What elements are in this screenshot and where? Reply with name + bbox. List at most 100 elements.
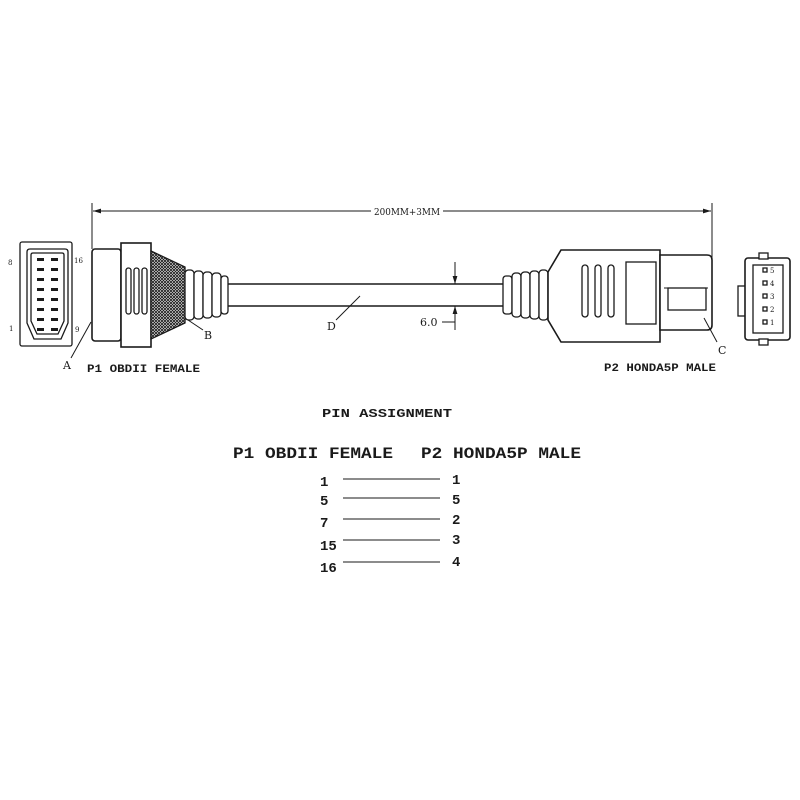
p2-honda-face-view: 5 4 3 2 1: [737, 252, 791, 346]
p1-obd-face-view: 8 16 1 9: [8, 241, 83, 347]
callout-d-leader: [335, 295, 361, 321]
callout-b-leader: [187, 319, 204, 331]
p1-pin-contact: [51, 258, 58, 261]
p2-pin-label: 4: [770, 280, 775, 288]
cable: [228, 283, 503, 307]
callout-a-letter: A: [62, 359, 72, 372]
length-dimension: 200MM+3MM: [91, 203, 713, 258]
p2-pin-contact: [762, 293, 768, 299]
p1-pin-contact: [51, 308, 58, 311]
p1-pin-label-bottom-left: 1: [9, 325, 13, 333]
pin-row-p1: 15: [320, 539, 337, 555]
pin-row: 1 1: [320, 473, 460, 491]
pin-row-p2: 3: [452, 533, 460, 549]
p2-label-window: [625, 261, 657, 325]
p2-pin-label: 3: [770, 293, 774, 301]
p1-grip-slot: [125, 267, 132, 315]
pin-assignment-title: PIN ASSIGNMENT: [322, 407, 452, 421]
p1-pin-label-top-left: 8: [8, 259, 12, 267]
p2-connector-label: P2 HONDA5P MALE: [604, 363, 716, 375]
p2-pin-contact: [762, 306, 768, 312]
strain-relief-rib: [520, 271, 531, 319]
pin-row-p1: 5: [320, 494, 328, 510]
p1-pin-contact: [51, 318, 58, 321]
p2-pin-label: 2: [770, 306, 774, 314]
p1-pin-contact: [37, 298, 44, 301]
p1-pin-contact: [37, 278, 44, 281]
pin-row-p2: 2: [452, 513, 460, 529]
pin-row: 16 4: [320, 555, 460, 577]
p2-connector-side-view: [502, 249, 713, 343]
pin-assignment-p1-header: P1 OBDII FEMALE: [233, 445, 393, 463]
pin-row-p1: 7: [320, 516, 328, 532]
cable-diameter-dimension: 6.0: [420, 262, 458, 330]
callout-b-letter: B: [204, 329, 212, 342]
callout-c: C: [703, 317, 726, 357]
p2-face-tab-top: [758, 252, 769, 260]
p1-pin-contact: [51, 268, 58, 271]
pin-row: 15 3: [320, 533, 460, 555]
p2-face-insert: [752, 264, 784, 334]
p1-pin-contact: [37, 258, 44, 261]
p2-pin-contact: [762, 267, 768, 273]
p1-pin-contact: [37, 288, 44, 291]
p2-face-tab-bottom: [758, 338, 769, 346]
p1-connector-side-view: [91, 242, 229, 348]
p2-pin-contact: [762, 280, 768, 286]
callout-d: D: [327, 295, 361, 333]
p1-face-insert: [30, 252, 65, 335]
p1-connector-label: P1 OBDII FEMALE: [87, 364, 200, 376]
callout-c-letter: C: [718, 344, 726, 357]
p2-head-latch: [667, 287, 707, 311]
pin-row: 5 5: [320, 493, 460, 510]
p2-grip-slot: [581, 264, 589, 318]
strain-relief-rib: [193, 270, 204, 320]
p1-pin-grid: [37, 258, 58, 331]
pin-row-p1: 16: [320, 561, 337, 577]
p1-pin-contact: [37, 318, 44, 321]
p2-pin-label: 5: [770, 267, 774, 275]
strain-relief-rib: [211, 272, 222, 318]
p1-pin-contact: [51, 298, 58, 301]
cable-diameter-text: 6.0: [420, 316, 438, 329]
dimension-text-background: [371, 205, 443, 217]
strain-relief-rib: [538, 269, 549, 321]
callout-d-letter: D: [327, 320, 336, 333]
callout-a: A: [62, 321, 92, 372]
strain-relief-rib: [529, 270, 540, 320]
p2-grip-slot: [607, 264, 615, 318]
pin-row: 7 2: [320, 513, 460, 532]
p1-pin-label-top-right: 16: [74, 257, 83, 265]
p2-pin-label: 1: [770, 319, 774, 327]
p2-strain-relief: [502, 269, 549, 321]
p1-grip-slot: [141, 267, 148, 315]
strain-relief-rib: [184, 269, 195, 321]
pin-row-p1: 1: [320, 475, 328, 491]
p1-pin-contact: [37, 308, 44, 311]
p1-mating-shell: [91, 248, 122, 342]
p1-pin-label-bottom-right: 9: [75, 326, 79, 334]
p1-grip-slot: [133, 267, 140, 315]
strain-relief-rib: [202, 271, 213, 319]
p1-pin-contact: [37, 268, 44, 271]
strain-relief-rib: [511, 272, 522, 318]
callout-c-leader: [703, 317, 718, 343]
pin-row-p2: 5: [452, 493, 460, 509]
p2-grip-slot: [594, 264, 602, 318]
p2-pin-contact: [762, 319, 768, 325]
pin-row-p2: 4: [452, 555, 460, 571]
pin-assignment-p2-header: P2 HONDA5P MALE: [421, 445, 581, 463]
p1-pin-contact: [51, 328, 58, 331]
p1-pin-contact: [37, 328, 44, 331]
p1-pin-contact: [51, 278, 58, 281]
callout-b: B: [187, 319, 212, 342]
callout-a-leader: [70, 321, 92, 359]
pin-assignment: PIN ASSIGNMENT P1 OBDII FEMALE P2 HONDA5…: [233, 407, 581, 577]
p1-hatched-taper: [150, 249, 186, 341]
p1-strain-relief: [184, 269, 229, 321]
length-dimension-text: 200MM+3MM: [374, 208, 440, 218]
p1-pin-contact: [51, 288, 58, 291]
strain-relief-rib: [220, 275, 229, 315]
strain-relief-rib: [502, 275, 513, 315]
